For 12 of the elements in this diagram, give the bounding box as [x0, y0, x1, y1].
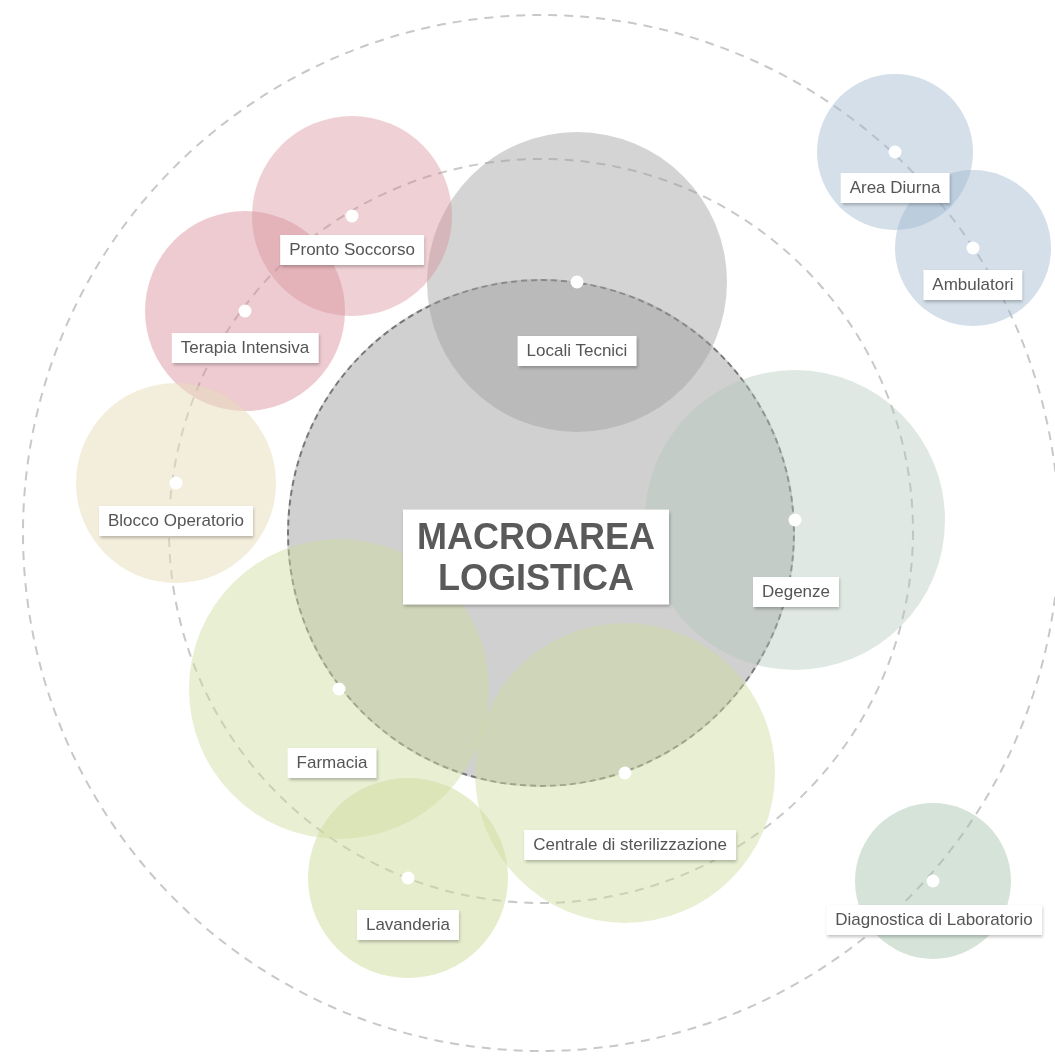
area-label: Diagnostica di Laboratorio	[826, 905, 1042, 935]
title-label: MACROAREA LOGISTICA	[403, 509, 669, 605]
area-label: Pronto Soccorso	[280, 235, 424, 265]
area-label: Locali Tecnici	[517, 336, 637, 366]
area-label: Blocco Operatorio	[98, 506, 254, 536]
area-label: Farmacia	[287, 748, 377, 778]
area-label: Degenze	[752, 577, 840, 607]
area-label: Ambulatori	[923, 270, 1023, 300]
area-label: Lavanderia	[356, 910, 460, 940]
area-label: Terapia Intensiva	[171, 333, 319, 363]
area-label: Area Diurna	[840, 173, 950, 203]
area-label: Centrale di sterilizzazione	[524, 830, 736, 860]
